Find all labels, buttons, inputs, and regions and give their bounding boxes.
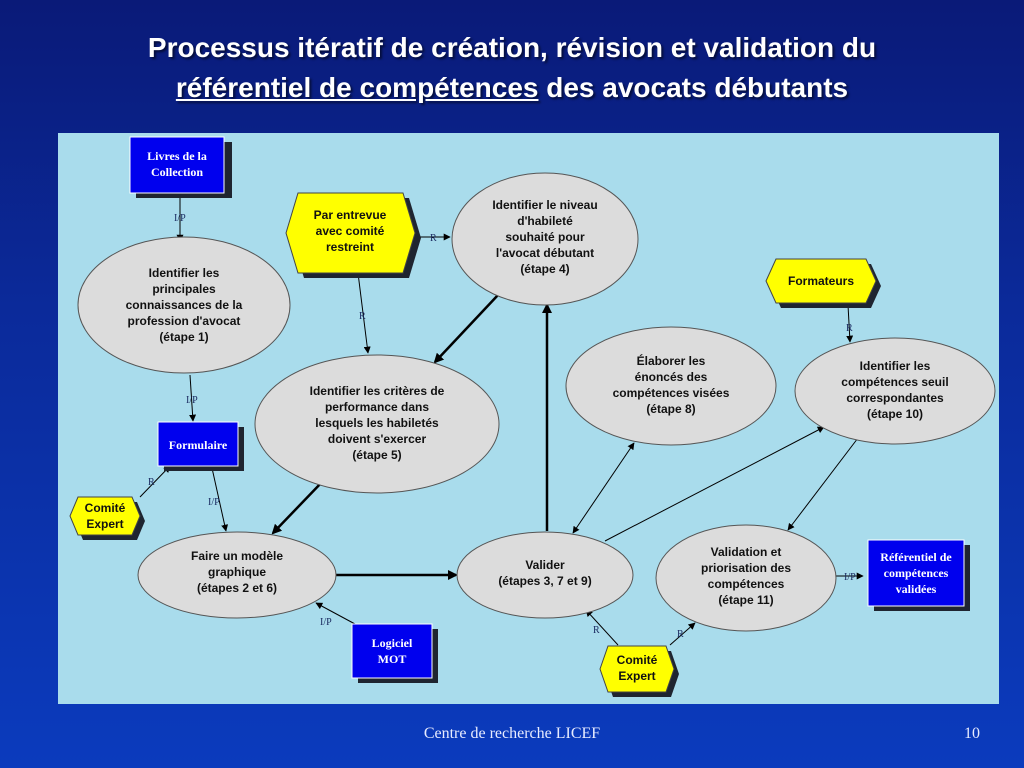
node-etape26-line-2: graphique: [208, 565, 266, 579]
node-etape1-line-1: Identifier les: [149, 266, 220, 280]
node-etape4-line-5: (étape 4): [520, 262, 569, 276]
node-etape-11[interactable]: Validation et priorisation des compétenc…: [655, 524, 837, 632]
node-etape-5[interactable]: Identifier les critères de performance d…: [254, 354, 500, 494]
footer-text: Centre de recherche LICEF: [423, 725, 601, 742]
label-entrevue-etape5: R: [359, 311, 366, 322]
label-livres-etape1: I/P: [174, 213, 186, 224]
node-etape-10[interactable]: Identifier les compétences seuil corresp…: [794, 337, 996, 445]
node-etape5-line-1: Identifier les critères de: [310, 384, 445, 398]
node-entrevue-line-1: Par entrevue: [314, 208, 387, 222]
label-entrevue-etape4: R: [430, 233, 437, 244]
node-comite-expert-1[interactable]: Comité Expert: [69, 496, 145, 540]
diagram-nodes: Livres de la Collection Identifier les p…: [69, 136, 996, 697]
node-etape1-line-3: connaissances de la: [126, 298, 243, 312]
link-etape8-valider: [572, 442, 635, 534]
node-etape8-line-3: compétences visées: [613, 386, 730, 400]
node-comite-expert-2[interactable]: Comité Expert: [599, 645, 679, 697]
node-referentiel-line-2: compétences: [884, 566, 949, 580]
label-comite2-etape11: R: [677, 629, 684, 640]
node-etape11-line-4: (étape 11): [718, 593, 773, 607]
node-formateurs[interactable]: Formateurs: [765, 258, 881, 308]
label-formateurs-etape10: R: [846, 323, 853, 334]
node-etape5-line-2: performance dans: [325, 400, 429, 414]
slide-title: Processus itératif de création, révision…: [0, 28, 1024, 108]
node-etape-2-6[interactable]: Faire un modèle graphique (étapes 2 et 6…: [137, 531, 337, 619]
diagram-link-labels: I/P I/P R I/P I/P R R R I/P R R: [148, 213, 856, 640]
node-etape1-line-5: (étape 1): [159, 330, 208, 344]
node-etape1-line-4: profession d'avocat: [128, 314, 241, 328]
node-etape11-line-1: Validation et: [711, 545, 782, 559]
process-diagram: I/P I/P R I/P I/P R R R I/P R R Livres d…: [69, 136, 996, 697]
node-etape26-line-1: Faire un modèle: [191, 549, 283, 563]
title-rest-part: des avocats débutants: [538, 72, 849, 103]
node-etape10-line-2: compétences seuil: [841, 375, 948, 389]
node-referentiel-line-1: Référentiel de: [880, 550, 952, 564]
node-etape8-line-1: Élaborer les: [637, 353, 706, 368]
node-etape10-line-4: (étape 10): [867, 407, 923, 421]
node-formulaire-line-1: Formulaire: [169, 438, 228, 452]
node-etape10-line-1: Identifier les: [860, 359, 931, 373]
node-etape8-line-2: énoncés des: [635, 370, 708, 384]
link-entrevue-etape5: [357, 272, 371, 354]
node-etape4-line-1: Identifier le niveau: [492, 198, 597, 212]
link-comite1-formulaire: [139, 465, 171, 498]
label-etape1-formulaire: I/P: [186, 395, 198, 406]
node-entrevue-line-3: restreint: [326, 240, 374, 254]
label-logiciel-etape26: I/P: [320, 617, 332, 628]
label-formulaire-etape26: I/P: [208, 497, 220, 508]
node-etape4-line-3: souhaité pour: [505, 230, 585, 244]
node-etape11-line-2: priorisation des: [701, 561, 791, 575]
node-formateurs-line-1: Formateurs: [788, 274, 854, 288]
node-logiciel-line-1: Logiciel: [372, 636, 413, 650]
link-comite2-valider: [585, 609, 619, 646]
node-valider-line-1: Valider: [525, 558, 565, 572]
node-etape26-line-3: (étapes 2 et 6): [197, 581, 277, 595]
node-etape1-line-2: principales: [152, 282, 216, 296]
node-comite2-line-2: Expert: [618, 669, 655, 683]
node-etape5-line-5: (étape 5): [352, 448, 401, 462]
node-livres-collection[interactable]: Livres de la Collection: [129, 136, 232, 198]
node-etape4-line-4: l'avocat débutant: [496, 246, 594, 260]
node-comite2-line-1: Comité: [617, 653, 658, 667]
node-comite1-line-1: Comité: [85, 501, 126, 515]
node-referentiel-line-3: validées: [896, 582, 937, 596]
node-par-entrevue[interactable]: Par entrevue avec comité restreint: [285, 192, 421, 278]
node-formulaire[interactable]: Formulaire: [157, 421, 244, 471]
link-formulaire-etape26: [211, 467, 229, 532]
page-number: 10: [964, 725, 980, 742]
link-formateurs-etape10: [846, 304, 854, 343]
node-etape8-line-4: (étape 8): [646, 402, 695, 416]
link-etape10-etape11: [787, 437, 859, 531]
node-etape10-line-3: correspondantes: [846, 391, 944, 405]
node-logiciel-mot[interactable]: Logiciel MOT: [351, 623, 438, 683]
node-etape5-line-4: doivent s'exercer: [328, 432, 427, 446]
node-etape11-line-3: compétences: [708, 577, 785, 591]
label-etape11-referentiel: I/P: [844, 572, 856, 583]
link-etape4-etape5: [433, 294, 499, 364]
diagram-panel: I/P I/P R I/P I/P R R R I/P R R Livres d…: [58, 133, 999, 704]
node-etape-8[interactable]: Élaborer les énoncés des compétences vis…: [565, 326, 777, 446]
node-logiciel-line-2: MOT: [378, 652, 407, 666]
link-logiciel-etape26: [315, 602, 356, 625]
link-comite2-etape11: [669, 622, 696, 646]
label-comite1-formulaire: R: [148, 477, 155, 488]
node-etape-4[interactable]: Identifier le niveau d'habileté souhaité…: [451, 172, 639, 306]
link-etape1-formulaire: [189, 374, 197, 422]
node-valider[interactable]: Valider (étapes 3, 7 et 9): [456, 531, 634, 619]
node-etape4-line-2: d'habileté: [517, 214, 573, 228]
node-livres-line-2: Collection: [151, 165, 203, 179]
label-comite2-valider: R: [593, 625, 600, 636]
title-line-1: Processus itératif de création, révision…: [147, 32, 877, 63]
node-livres-line-1: Livres de la: [147, 149, 207, 163]
title-underlined-part: référentiel de compétences: [175, 72, 539, 103]
node-etape5-line-3: lesquels les habiletés: [315, 416, 439, 430]
node-entrevue-line-2: avec comité: [316, 224, 385, 238]
node-comite1-line-2: Expert: [86, 517, 123, 531]
node-referentiel[interactable]: Référentiel de compétences validées: [867, 539, 970, 611]
node-etape-1[interactable]: Identifier les principales connaissances…: [77, 236, 291, 374]
link-etape5-etape26: [271, 480, 324, 535]
node-valider-line-2: (étapes 3, 7 et 9): [498, 574, 591, 588]
link-valider-etape10: [604, 426, 825, 542]
title-line-2: référentiel de compétences des avocats d…: [0, 68, 1024, 108]
